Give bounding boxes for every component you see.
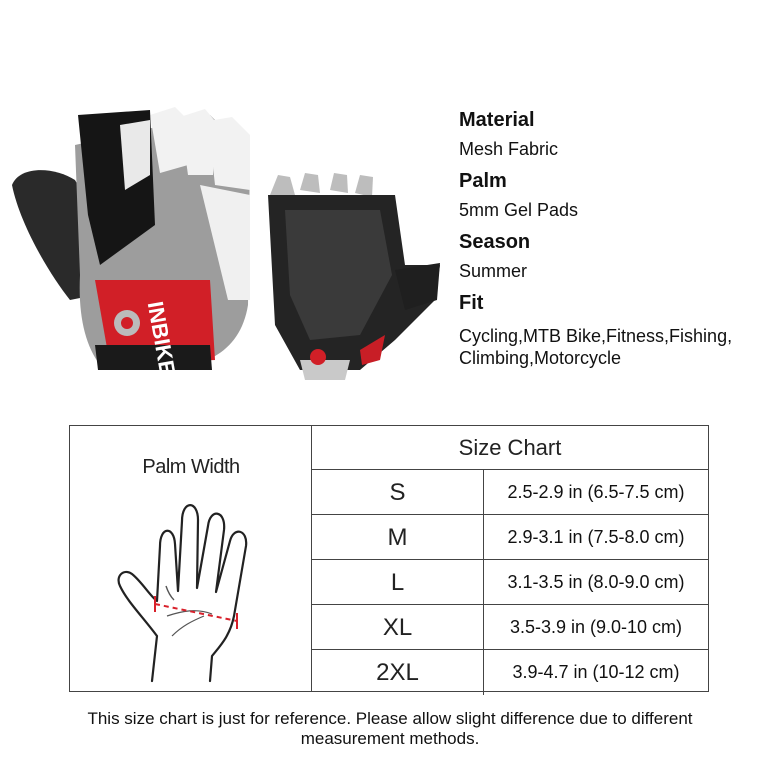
table-row: 2XL 3.9-4.7 in (10-12 cm)	[312, 650, 708, 695]
spec-season: Season Summer	[459, 230, 764, 282]
spec-palm: Palm 5mm Gel Pads	[459, 169, 764, 221]
size-cell: XL	[312, 605, 484, 649]
spec-fit: Fit Cycling,MTB Bike,Fitness,Fishing, Cl…	[459, 291, 764, 369]
palm-width-cell: Palm Width	[70, 426, 312, 691]
size-chart-title: Size Chart	[312, 426, 708, 470]
glove-back-view	[12, 107, 250, 370]
spec-value: Mesh Fabric	[459, 139, 559, 159]
palm-width-label: Palm Width	[142, 456, 240, 478]
range-cell: 3.9-4.7 in (10-12 cm)	[512, 662, 680, 682]
range-cell: 2.9-3.1 in (7.5-8.0 cm)	[507, 527, 685, 547]
glove-illustration: INBIKE	[12, 107, 440, 380]
spec-value: 5mm Gel Pads	[459, 200, 579, 220]
spec-material: Material Mesh Fabric	[459, 108, 764, 160]
hand-icon	[117, 504, 248, 683]
table-row: L 3.1-3.5 in (8.0-9.0 cm)	[312, 560, 708, 605]
spec-label: Material	[459, 109, 535, 131]
spec-value: Summer	[459, 261, 528, 281]
table-row: M 2.9-3.1 in (7.5-8.0 cm)	[312, 515, 708, 560]
size-chart: Size Chart S 2.5-2.9 in (6.5-7.5 cm) M 2…	[312, 426, 708, 695]
range-cell: 3.5-3.9 in (9.0-10 cm)	[509, 617, 683, 637]
size-chart-table: Palm Width Size Chart S 2.5-2.9 in (6.5-…	[69, 425, 709, 695]
spec-label: Palm	[459, 170, 507, 192]
glove-palm-view	[268, 173, 440, 380]
size-cell: S	[312, 470, 484, 514]
spec-label: Season	[459, 231, 531, 253]
spec-list: Material Mesh Fabric Palm 5mm Gel Pads S…	[459, 108, 764, 378]
size-chart-footnote: This size chart is just for reference. P…	[87, 709, 693, 748]
table-row: S 2.5-2.9 in (6.5-7.5 cm)	[312, 470, 708, 515]
spec-value: Cycling,MTB Bike,Fitness,Fishing, Climbi…	[459, 326, 733, 368]
table-row: XL 3.5-3.9 in (9.0-10 cm)	[312, 605, 708, 650]
product-image: INBIKE	[0, 95, 450, 395]
range-cell: 3.1-3.5 in (8.0-9.0 cm)	[507, 572, 685, 592]
spec-label: Fit	[459, 292, 484, 314]
size-cell: M	[312, 515, 484, 559]
range-cell: 2.5-2.9 in (6.5-7.5 cm)	[507, 482, 685, 502]
size-cell: L	[312, 560, 484, 604]
size-cell: 2XL	[312, 650, 484, 695]
